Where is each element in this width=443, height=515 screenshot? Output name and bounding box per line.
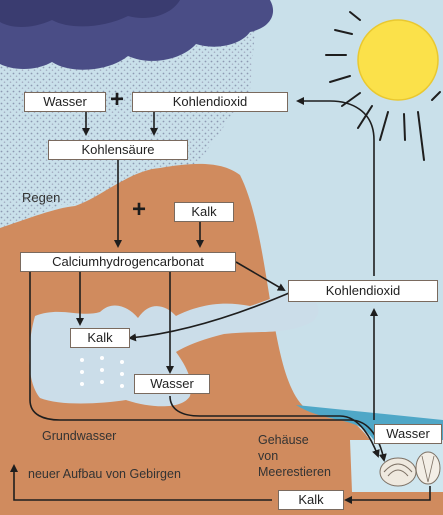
box-kalk-top: Kalk (174, 202, 234, 222)
box-kohlendioxid-right: Kohlendioxid (288, 280, 438, 302)
box-calciumhydrogencarbonat: Calciumhydrogencarbonat (20, 252, 236, 272)
label-gehaeuse-line3: Meerestieren (258, 464, 331, 480)
plus-sign-top: + (110, 88, 124, 112)
box-kohlendioxid-top: Kohlendioxid (132, 92, 288, 112)
box-wasser-cave: Wasser (134, 374, 210, 394)
label-grundwasser: Grundwasser (42, 428, 116, 444)
label-regen: Regen (22, 190, 60, 206)
plus-sign-middle: + (132, 198, 146, 222)
box-kalk-cave: Kalk (70, 328, 130, 348)
box-wasser-sea: Wasser (374, 424, 442, 444)
box-kohlensaeure: Kohlensäure (48, 140, 188, 160)
box-wasser-top: Wasser (24, 92, 106, 112)
sun (358, 20, 438, 100)
label-gehaeuse-line1: Gehäuse (258, 432, 309, 448)
box-kalk-bottom: Kalk (278, 490, 344, 510)
label-neuer-aufbau: neuer Aufbau von Gebirgen (28, 466, 181, 482)
label-gehaeuse-line2: von (258, 448, 278, 464)
